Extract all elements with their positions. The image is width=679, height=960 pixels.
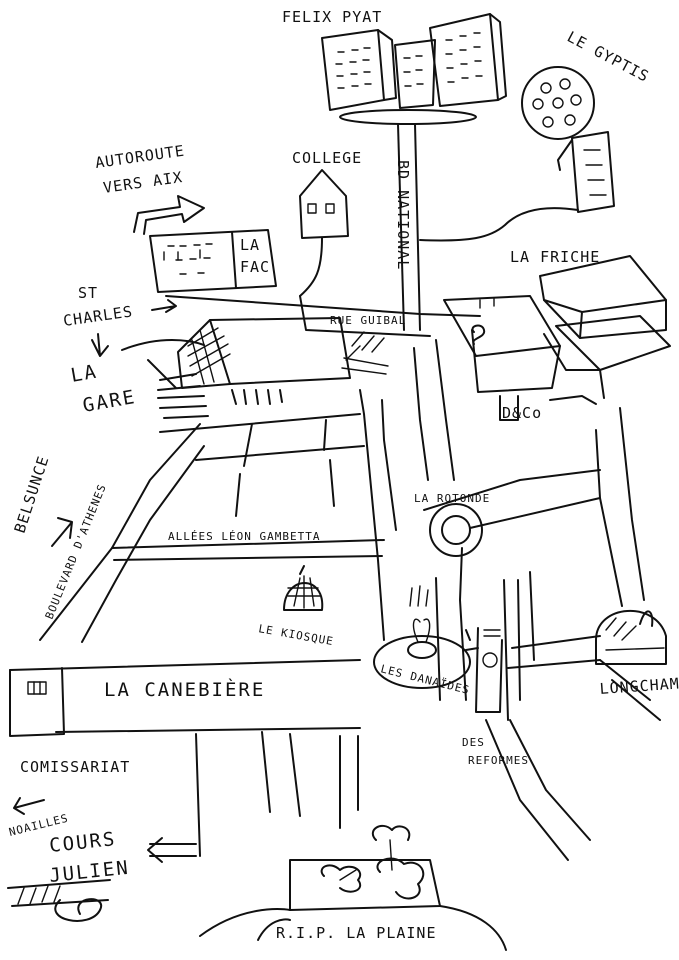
college: COLLEGE: [292, 149, 362, 297]
la-rotonde: LA ROTONDE: [414, 492, 490, 557]
label-rue-guibal: RUE GUIBAL: [330, 314, 406, 327]
les-danaides: LES DANAÏDES: [373, 547, 471, 701]
allees-gambetta: ALLÉES LÉON GAMBETTA: [168, 530, 320, 543]
label-longchamp: LONGCHAMP: [599, 674, 679, 698]
label-le-kiosque: LE KIOSQUE: [257, 622, 334, 648]
label-college: COLLEGE: [292, 149, 362, 167]
la-fac-building: LA FAC: [149, 229, 277, 293]
label-belsunce: BELSUNCE: [11, 453, 53, 535]
label-cours: COURS: [48, 828, 117, 857]
church-icon: [465, 571, 535, 721]
cours-julien: COURS JULIEN: [7, 828, 197, 922]
tree-icon: [320, 824, 425, 900]
le-kiosque: LE KIOSQUE: [257, 565, 335, 648]
label-bd-athenes: BOULEVARD D'ATHENES: [43, 482, 109, 621]
comissariat: COMISSARIAT NOAILLES: [8, 758, 130, 839]
belsunce: BELSUNCE BOULEVARD D'ATHENES: [11, 453, 109, 621]
film-strip-icon: [557, 131, 615, 213]
label-reformes: REFORMES: [468, 754, 529, 767]
label-la-canebiere: LA CANEBIÈRE: [104, 678, 265, 701]
label-le-gyptis: LE GYPTIS: [564, 28, 652, 86]
label-bd-national: BD NATIONAL: [394, 160, 412, 270]
label-comissariat: COMISSARIAT: [20, 758, 130, 776]
la-plaine: R.I.P. LA PLAINE: [199, 824, 507, 951]
label-gare: GARE: [81, 386, 138, 417]
label-felix-pyat: FELIX PYAT: [282, 8, 382, 26]
label-charles: CHARLES: [62, 302, 134, 330]
road-grid: [39, 339, 661, 861]
label-autoroute: AUTOROUTE: [94, 142, 186, 172]
la-friche: LA FRICHE D&Co: [443, 248, 671, 422]
label-st: ST: [78, 284, 98, 302]
label-la-fac-1: LA: [240, 236, 260, 254]
felix-pyat-towers: FELIX PYAT: [282, 8, 507, 125]
label-vers-aix: VERS AIX: [102, 168, 184, 197]
label-la: LA: [69, 361, 99, 387]
eglise-des-reformes: DES REFORMES: [462, 571, 535, 767]
label-des: DES: [462, 736, 485, 749]
le-gyptis: LE GYPTIS: [419, 28, 652, 242]
label-la-friche: LA FRICHE: [510, 248, 600, 266]
film-reel-icon: [521, 66, 595, 140]
fountain-icon: [373, 585, 471, 689]
arrow-icon: [133, 195, 205, 235]
bd-national-road: BD NATIONAL: [394, 123, 421, 331]
label-rip-la-plaine: R.I.P. LA PLAINE: [276, 924, 437, 942]
label-la-rotonde: LA ROTONDE: [414, 492, 490, 505]
la-canebiere: LA CANEBIÈRE: [9, 659, 361, 737]
autoroute-sign: AUTOROUTE VERS AIX: [94, 142, 205, 235]
kiosk-icon: [283, 565, 324, 611]
arrow-icon: [13, 797, 45, 815]
label-allees: ALLÉES LÉON GAMBETTA: [168, 530, 320, 543]
arrow-icon: [51, 517, 73, 547]
label-d-and-co: D&Co: [502, 404, 542, 422]
st-charles-station: ST CHARLES LA GARE: [62, 284, 351, 419]
rue-guibal: RUE GUIBAL: [165, 295, 481, 375]
label-la-fac-2: FAC: [240, 258, 270, 276]
longchamp: LONGCHAMP: [595, 610, 679, 698]
